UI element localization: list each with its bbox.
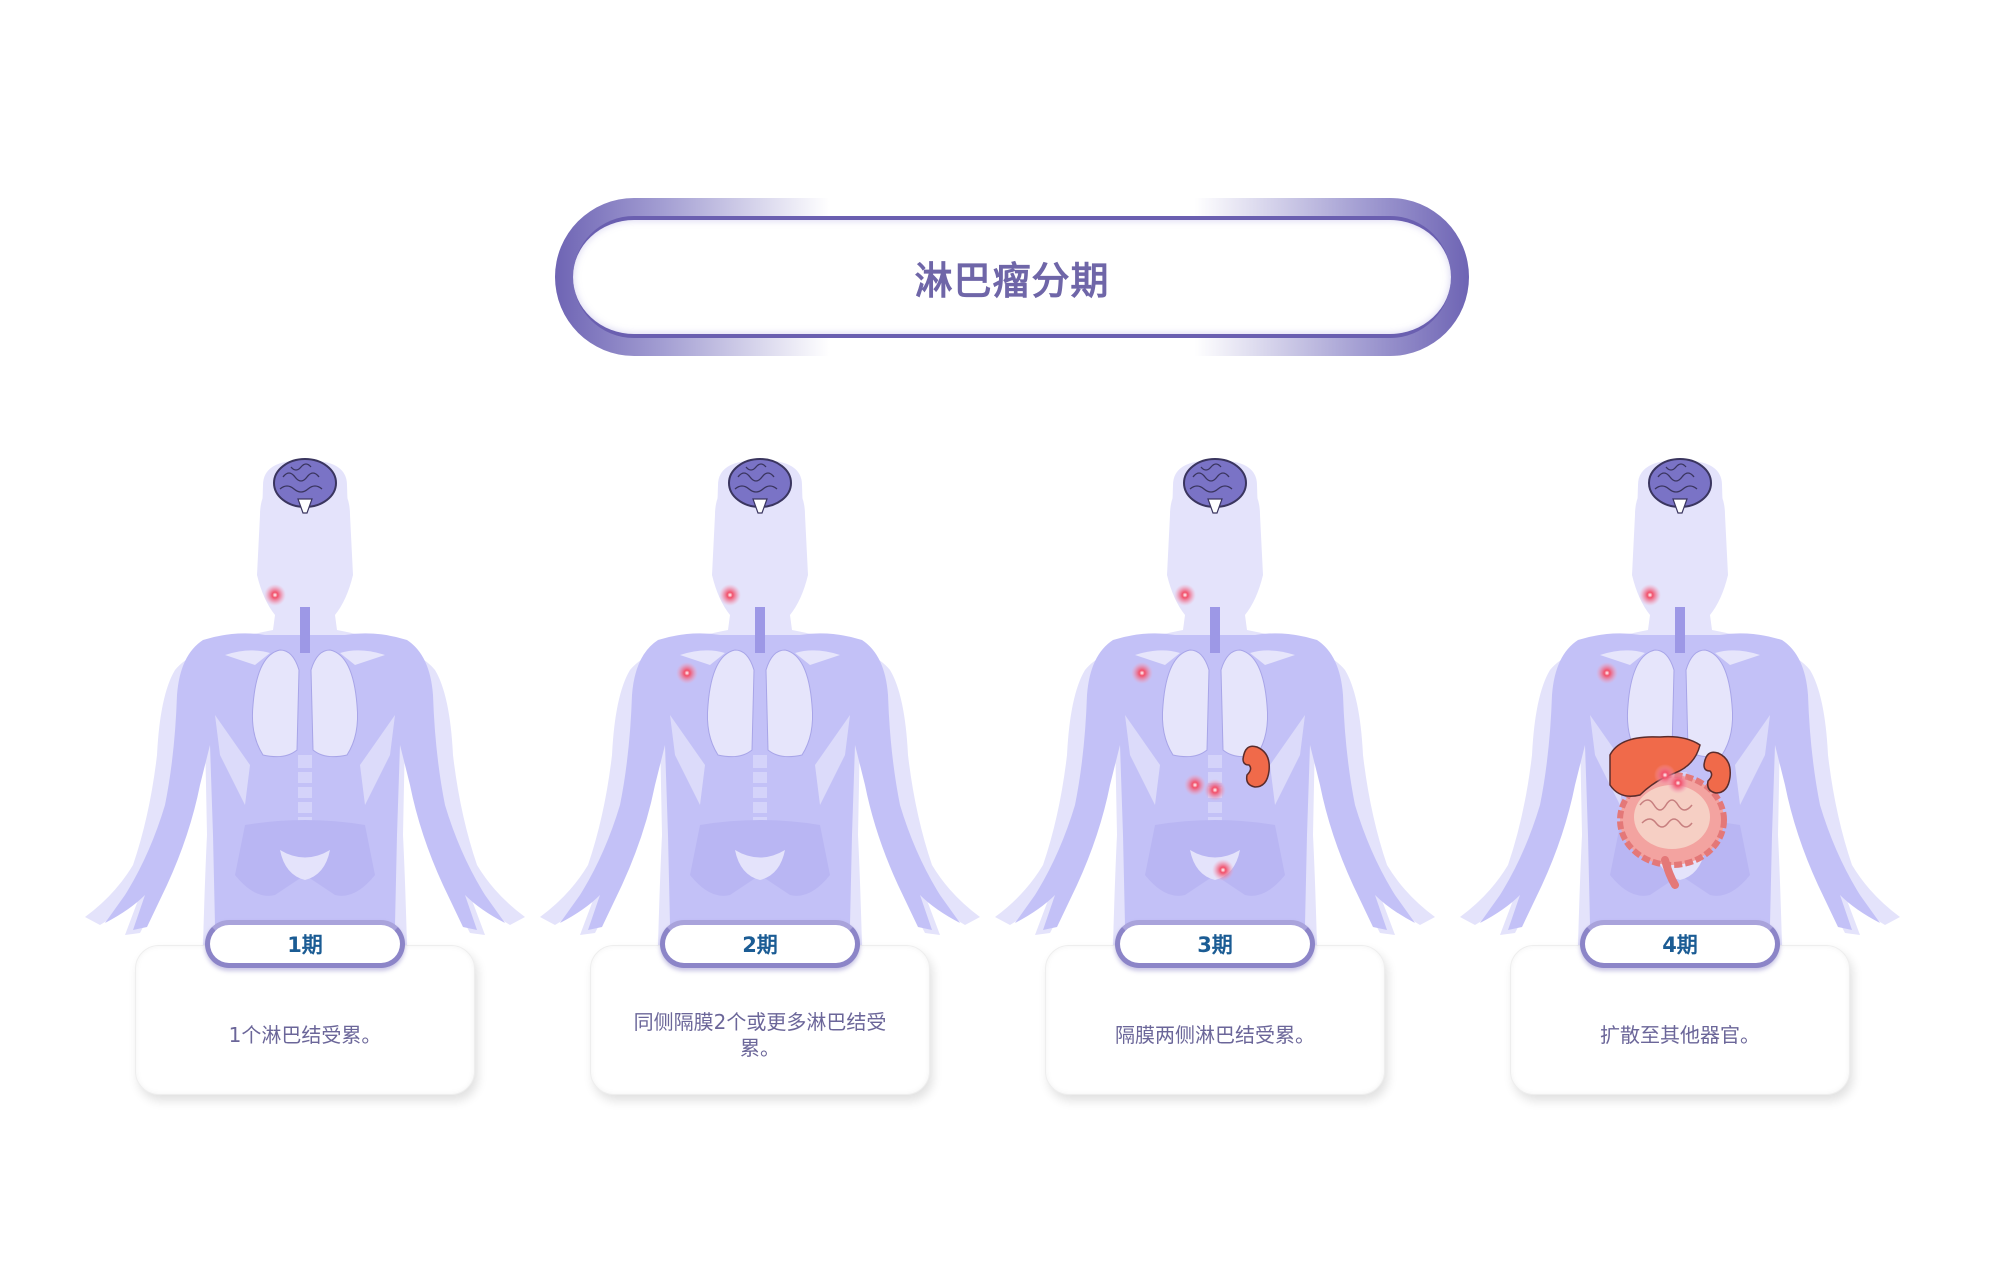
stage-2: 同侧隔膜2个或更多淋巴结受累。 2期 [540, 455, 980, 1095]
body-figure [85, 457, 525, 945]
lymph-node-armpit [1596, 662, 1618, 684]
stage-card: 同侧隔膜2个或更多淋巴结受累。 [590, 945, 930, 1095]
stage-1: 1个淋巴结受累。 1期 [85, 455, 525, 1095]
body-figure [1460, 457, 1900, 945]
page-title: 淋巴瘤分期 [914, 258, 1110, 303]
intestines-icon [1617, 772, 1727, 889]
stage-label: 2期 [742, 933, 778, 957]
lymph-node-armpit [1131, 662, 1153, 684]
title-banner-inner: 淋巴瘤分期 [573, 216, 1451, 338]
body-figure [995, 457, 1435, 945]
lymph-node-pelvis [1212, 859, 1234, 881]
stage-badge: 4期 [1580, 920, 1780, 968]
body-figure [540, 457, 980, 945]
stage-badge: 1期 [205, 920, 405, 968]
lymph-node-abdomen [1667, 772, 1689, 794]
title-banner: 淋巴瘤分期 [555, 198, 1469, 356]
stage-card: 隔膜两侧淋巴结受累。 [1045, 945, 1385, 1095]
stage-label: 4期 [1662, 933, 1698, 957]
lymph-node-neck [1174, 584, 1196, 606]
lymph-node-neck [719, 584, 741, 606]
lymph-node-abdomen [1184, 774, 1206, 796]
stage-3: 隔膜两侧淋巴结受累。 3期 [995, 455, 1435, 1095]
stage-card: 1个淋巴结受累。 [135, 945, 475, 1095]
stage-label: 1期 [287, 933, 323, 957]
lymph-node-armpit [676, 662, 698, 684]
liver-icon [1609, 735, 1701, 797]
stage-label: 3期 [1197, 933, 1233, 957]
lymph-node-neck [1639, 584, 1661, 606]
stage-badge: 2期 [660, 920, 860, 968]
lymph-node-abdomen [1204, 779, 1226, 801]
stage-description: 扩散至其他器官。 [1600, 1023, 1760, 1047]
stage-description: 1个淋巴结受累。 [228, 1023, 382, 1047]
stage-4: 扩散至其他器官。 4期 [1460, 455, 1900, 1095]
stage-description: 隔膜两侧淋巴结受累。 [1115, 1023, 1315, 1047]
stage-description: 同侧隔膜2个或更多淋巴结受累。 [633, 1010, 887, 1060]
stage-badge: 3期 [1115, 920, 1315, 968]
lymph-node-neck [264, 584, 286, 606]
